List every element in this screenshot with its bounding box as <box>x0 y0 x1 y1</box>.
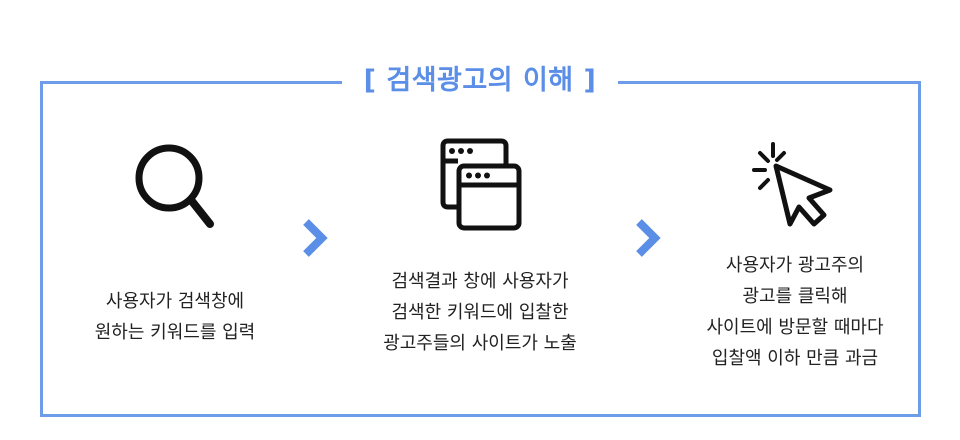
step-search-line: 원하는 키워드를 입력 <box>94 322 256 343</box>
step-click-line: 입찰액 이하 만큼 과금 <box>711 348 879 369</box>
step-click-line: 광고를 클릭해 <box>742 286 848 307</box>
step-browser-line: 광고주들의 사이트가 노출 <box>383 333 577 354</box>
step-click: 사용자가 광고주의 광고를 클릭해 사이트에 방문할 때마다 입찰액 이하 만큼… <box>650 130 940 369</box>
step-browser-text: 검색결과 창에 사용자가 검색한 키워드에 입찰한 광고주들의 사이트가 노출 <box>335 266 625 359</box>
search-icon <box>135 144 214 228</box>
title-wrap: [ 검색광고의 이해 ] <box>0 56 960 106</box>
cursor-click-icon <box>752 142 833 227</box>
diagram-title: [ 검색광고의 이해 ] <box>341 56 619 106</box>
step-search-text: 사용자가 검색창에 원하는 키워드를 입력 <box>30 286 320 348</box>
step-browser: 검색결과 창에 사용자가 검색한 키워드에 입찰한 광고주들의 사이트가 노출 <box>335 130 625 354</box>
chevron-right-icon <box>636 219 661 257</box>
step-browser-line: 검색한 키워드에 입찰한 <box>391 302 569 323</box>
step-click-line: 사용자가 광고주의 <box>725 255 865 276</box>
step-click-line: 사이트에 방문할 때마다 <box>706 317 884 338</box>
chevron-right-icon <box>303 219 328 257</box>
step-browser-line: 검색결과 창에 사용자가 <box>391 271 569 292</box>
step-search-line: 사용자가 검색창에 <box>105 291 245 312</box>
step-search: 사용자가 검색창에 원하는 키워드를 입력 <box>30 130 320 343</box>
step-click-text: 사용자가 광고주의 광고를 클릭해 사이트에 방문할 때마다 입찰액 이하 만큼… <box>650 250 940 374</box>
browser-windows-icon <box>440 138 522 231</box>
